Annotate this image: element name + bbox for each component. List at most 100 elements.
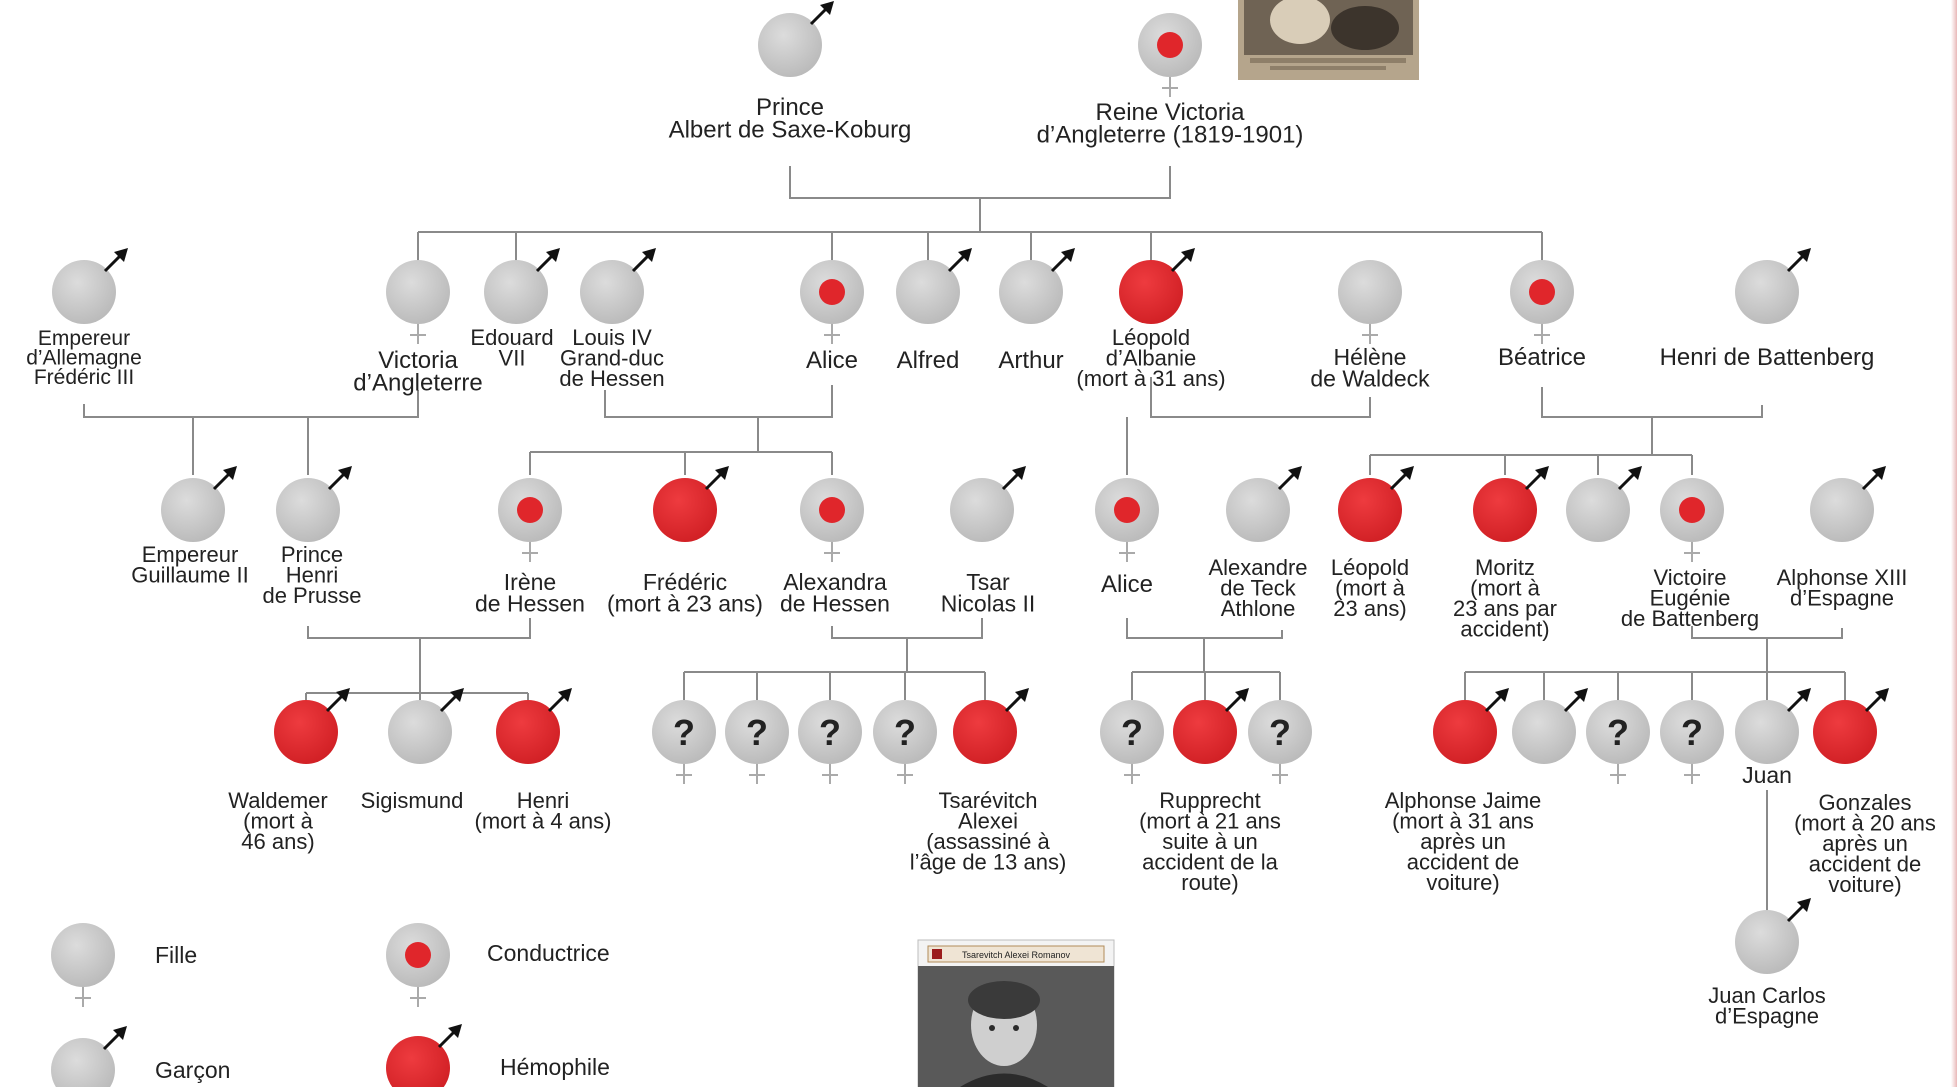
batson-male-arrow (1617, 466, 1642, 491)
henri-label: Henri(mort à 4 ans) (475, 788, 612, 833)
person-beatrice: Béatrice (1498, 260, 1586, 371)
victoire-carrier-dot (1679, 497, 1705, 523)
henri-male-arrow (547, 688, 572, 713)
person-arthur: Arthur (998, 248, 1075, 374)
sigismund-male-arrow (439, 688, 464, 713)
gonzales-circle (1813, 700, 1877, 764)
victoria-carrier-dot (1157, 32, 1183, 58)
helene-circle (1338, 260, 1402, 324)
alice2-carrier-dot (1114, 497, 1140, 523)
q1-unknown-mark: ? (673, 712, 695, 753)
beatrice-female-cross (1534, 324, 1550, 344)
juancarlos-male-arrow (1786, 898, 1811, 923)
sigismund-circle (388, 700, 452, 764)
q3-female-cross (822, 764, 838, 784)
rupprecht-circle (1173, 700, 1237, 764)
beatrice-carrier-dot (1529, 279, 1555, 305)
person-henri: Henri(mort à 4 ans) (475, 688, 612, 833)
q4-circle (873, 700, 937, 764)
q2-circle (725, 700, 789, 764)
victoria-female-cross (1162, 77, 1178, 97)
henriprusse-male-arrow (327, 466, 352, 491)
edouard-circle (484, 260, 548, 324)
henriprusse-circle (276, 478, 340, 542)
leopold2-male-arrow (1389, 466, 1414, 491)
frederic-circle (653, 478, 717, 542)
alexandre-circle (1226, 478, 1290, 542)
nicolas-male-arrow (1001, 466, 1026, 491)
legend-item-garcon: Garçon (51, 1026, 230, 1087)
alphonsej-male-arrow (1484, 688, 1509, 713)
q1-circle (652, 700, 716, 764)
juancarlos-circle (1735, 910, 1799, 974)
louis-circle (580, 260, 644, 324)
leopold1-circle (1119, 260, 1183, 324)
person-spson (1512, 688, 1588, 764)
q8-female-cross (1684, 764, 1700, 784)
q4-female-cross (897, 764, 913, 784)
alice2-female-cross (1119, 542, 1135, 562)
person-frederic: Frédéric(mort à 23 ans) (607, 466, 763, 616)
legend-conductrice-carrier-dot (405, 942, 431, 968)
q3-circle (798, 700, 862, 764)
alexandra-female-cross (824, 542, 840, 562)
juan-male-arrow (1786, 688, 1811, 713)
person-batson (1566, 466, 1642, 542)
alexei-photo: Tsarevitch Alexei Romanov (917, 939, 1115, 1087)
legend-item-conductrice: Conductrice (386, 923, 610, 1007)
legend-fille-label: Fille (155, 942, 197, 968)
alphonse13-circle (1810, 478, 1874, 542)
legend-garcon-circle (51, 1038, 115, 1087)
q3-unknown-mark: ? (819, 712, 841, 753)
q8-circle (1660, 700, 1724, 764)
legend-fille-female-cross (75, 987, 91, 1007)
henri-circle (496, 700, 560, 764)
q6-female-cross (1272, 764, 1288, 784)
q7-unknown-mark: ? (1607, 712, 1629, 753)
spson-circle (1512, 700, 1576, 764)
person-q6: ? (1248, 700, 1312, 784)
helene-female-cross (1362, 324, 1378, 344)
henribat-circle (1735, 260, 1799, 324)
moritz-circle (1473, 478, 1537, 542)
guillaume-circle (161, 478, 225, 542)
irene-carrier-dot (517, 497, 543, 523)
q1-female-cross (676, 764, 692, 784)
legend-conductrice-label: Conductrice (487, 940, 610, 966)
leopold1-male-arrow (1170, 248, 1195, 273)
alice1-female-cross (824, 324, 840, 344)
alexei-photo-caption: Tsarevitch Alexei Romanov (962, 950, 1071, 960)
spson-male-arrow (1563, 688, 1588, 713)
person-q5: ? (1100, 700, 1164, 784)
frederic3-circle (52, 260, 116, 324)
alexei-circle (953, 700, 1017, 764)
alice1-label: Alice (806, 347, 858, 374)
alexandre-male-arrow (1277, 466, 1302, 491)
